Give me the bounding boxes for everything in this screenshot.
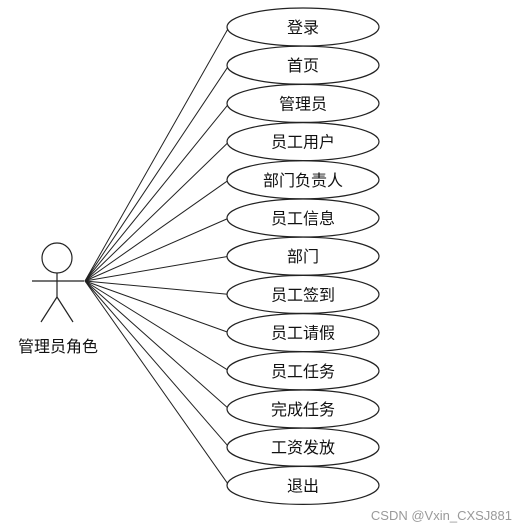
use-case-ellipse: [226, 465, 380, 505]
use-case-label: 完成任务: [271, 400, 335, 419]
association-line: [84, 217, 230, 282]
actor-label: 管理员角色: [18, 337, 98, 356]
association-line: [84, 280, 230, 295]
use-case: 首页: [226, 45, 380, 85]
use-case-label: 部门负责人: [263, 171, 343, 190]
use-case-label: 工资发放: [271, 438, 335, 457]
use-case: 员工任务: [226, 351, 380, 391]
association-line: [84, 179, 230, 282]
use-case: 退出: [226, 465, 380, 505]
use-case-label: 员工用户: [271, 133, 335, 152]
use-case: 管理员: [226, 83, 380, 124]
use-case-label: 员工信息: [271, 209, 335, 228]
association-line: [84, 280, 230, 448]
use-case: 部门: [226, 236, 380, 276]
use-case: 部门负责人: [226, 160, 380, 200]
association-line: [84, 280, 230, 486]
use-case-label: 管理员: [279, 94, 327, 113]
use-case: 员工请假: [226, 313, 380, 353]
association-lines: [84, 26, 230, 486]
actor-right-leg: [56, 296, 74, 323]
association-line: [84, 64, 230, 282]
actor-head: [41, 242, 73, 274]
use-case: 工资发放: [226, 427, 380, 467]
association-line: [84, 255, 230, 282]
use-case: 员工签到: [226, 274, 380, 314]
association-line: [84, 141, 230, 282]
actor-figure: 管理员角色: [18, 242, 98, 356]
use-case-label: 退出: [287, 476, 319, 495]
use-case: 员工信息: [226, 198, 380, 238]
use-case-label: 员工签到: [271, 285, 335, 304]
use-case: 员工用户: [226, 122, 380, 162]
use-case-label: 部门: [287, 247, 319, 266]
use-case: 完成任务: [226, 389, 380, 429]
association-line: [84, 103, 230, 282]
use-case: 登录: [226, 7, 380, 47]
actor-left-leg: [40, 296, 58, 323]
association-line: [84, 280, 230, 334]
use-case-label: 员工任务: [271, 362, 335, 381]
use-case-list: 登录首页管理员员工用户部门负责人员工信息部门员工签到员工请假员工任务完成任务工资…: [226, 7, 380, 505]
use-case-label: 员工请假: [271, 324, 335, 343]
association-line: [84, 26, 230, 282]
use-case-label: 首页: [287, 56, 319, 75]
association-line: [84, 280, 230, 372]
watermark: CSDN @Vxin_CXSJ881: [370, 508, 512, 523]
association-line: [84, 280, 230, 410]
use-case-label: 登录: [287, 18, 319, 37]
